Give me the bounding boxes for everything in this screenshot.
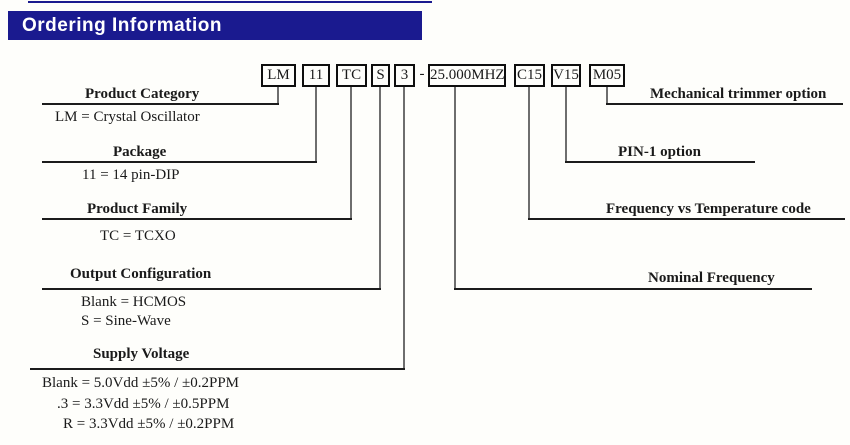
value-supply-voltage-3: R = 3.3Vdd ±5% / ±0.2PPM xyxy=(63,416,235,432)
part-box-product-category: LM xyxy=(261,64,296,87)
rule-pin1-option xyxy=(565,161,755,163)
rule-output-configuration xyxy=(42,288,381,290)
section-header-bar: Ordering Information xyxy=(8,11,422,40)
rule-product-family xyxy=(42,218,352,220)
label-package: Package xyxy=(113,144,167,160)
top-divider-rule xyxy=(28,1,432,3)
value-product-category: LM = Crystal Oscillator xyxy=(55,109,200,125)
connector-line-product-category xyxy=(277,87,279,105)
part-box-freq-vs-temp: C15 xyxy=(514,64,545,87)
value-supply-voltage-1: Blank = 5.0Vdd ±5% / ±0.2PPM xyxy=(42,375,240,391)
label-supply-voltage: Supply Voltage xyxy=(93,346,190,362)
part-box-pin1-option: V15 xyxy=(551,64,581,87)
part-box-package: 11 xyxy=(302,64,330,87)
label-nominal-frequency: Nominal Frequency xyxy=(648,270,775,286)
part-box-trimmer-option: M05 xyxy=(589,64,625,87)
connector-line-output-configuration xyxy=(379,87,381,290)
label-pin1-option: PIN-1 option xyxy=(618,144,701,160)
label-output-configuration: Output Configuration xyxy=(70,266,212,282)
connector-line-package xyxy=(315,87,317,163)
value-output-configuration-2: S = Sine-Wave xyxy=(81,313,171,329)
part-box-product-family: TC xyxy=(336,64,367,87)
label-product-family: Product Family xyxy=(87,201,188,217)
connector-line-pin1-option xyxy=(565,87,567,163)
part-box-output-configuration: S xyxy=(371,64,390,87)
connector-line-freq-vs-temp xyxy=(528,87,530,220)
value-product-family: TC = TCXO xyxy=(100,228,176,244)
rule-freq-vs-temp xyxy=(528,218,845,220)
label-product-category: Product Category xyxy=(85,86,200,102)
label-trimmer-option: Mechanical trimmer option xyxy=(650,86,827,102)
rule-nominal-frequency xyxy=(454,288,812,290)
connector-line-trimmer-option xyxy=(606,87,608,105)
label-freq-vs-temp: Frequency vs Temperature code xyxy=(606,201,811,217)
connector-line-nominal-frequency xyxy=(454,87,456,290)
part-number-separator: - xyxy=(419,66,425,82)
connector-line-product-family xyxy=(350,87,352,220)
rule-product-category xyxy=(42,103,279,105)
part-box-nominal-frequency: 25.000MHZ xyxy=(428,64,506,87)
rule-trimmer-option xyxy=(606,103,843,105)
value-package: 11 = 14 pin-DIP xyxy=(82,167,180,183)
value-output-configuration-1: Blank = HCMOS xyxy=(81,294,187,310)
section-title: Ordering Information xyxy=(22,14,222,36)
value-supply-voltage-2: .3 = 3.3Vdd ±5% / ±0.5PPM xyxy=(57,396,230,412)
rule-package xyxy=(42,161,317,163)
rule-supply-voltage xyxy=(30,368,405,370)
part-box-supply-voltage: 3 xyxy=(394,64,415,87)
connector-line-supply-voltage xyxy=(403,87,405,370)
